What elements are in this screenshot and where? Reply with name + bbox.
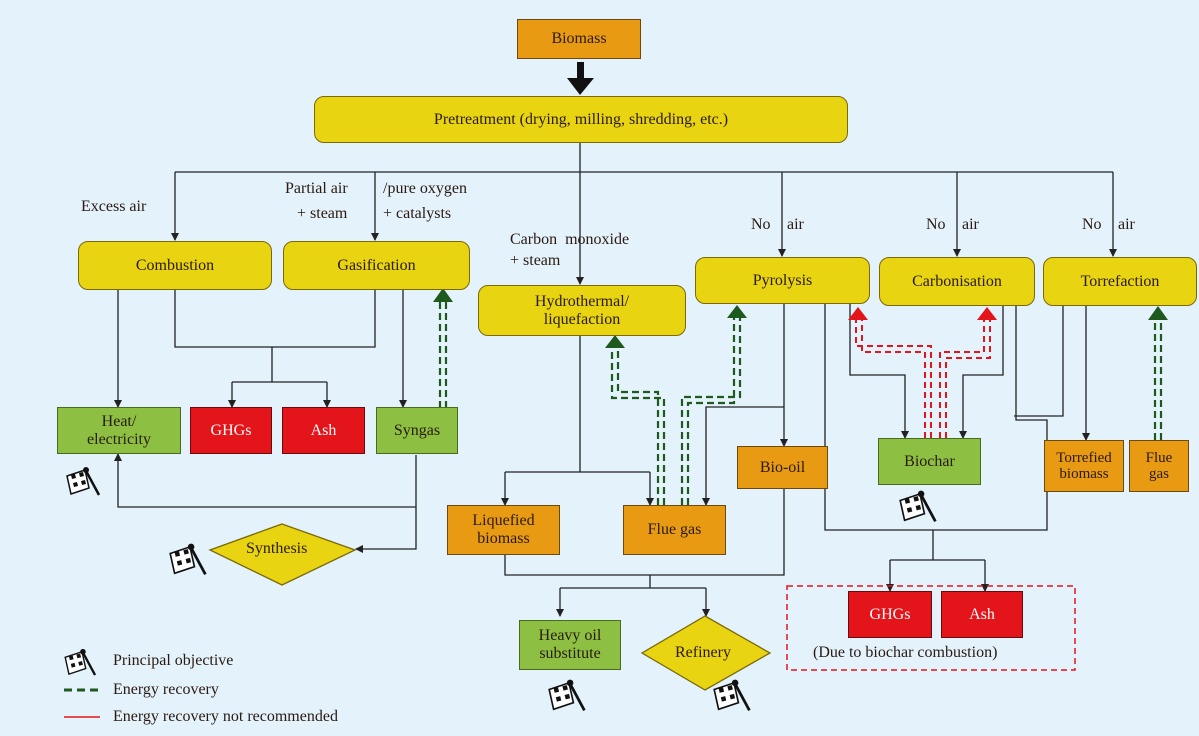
biochar-combustion-note: (Due to biochar combustion) xyxy=(813,644,998,661)
node-ash-biochar: Ash xyxy=(941,591,1023,638)
node-combustion: Combustion xyxy=(78,241,272,290)
label-no-air-pyrolysis-b: air xyxy=(787,216,804,233)
node-bio-oil: Bio-oil xyxy=(737,446,828,489)
label-catalysts: + catalysts xyxy=(383,205,452,222)
node-ghgs-biochar: GHGs xyxy=(848,591,932,638)
node-gasification: Gasification xyxy=(283,241,470,290)
legend-principal-objective: Principal objective xyxy=(113,652,234,669)
label-no-air-torrefaction-b: air xyxy=(1118,216,1135,233)
node-heavy-oil-substitute: Heavy oil substitute xyxy=(519,620,621,670)
node-biomass: Biomass xyxy=(517,19,641,59)
legend-energy-recovery: Energy recovery xyxy=(113,681,219,698)
label-co-steam: + steam xyxy=(510,252,561,269)
node-flue-gas: Flue gas xyxy=(623,505,726,555)
node-synthesis-label: Synthesis xyxy=(246,540,308,557)
legend-not-recommended: Energy recovery not recommended xyxy=(113,708,338,725)
checkered-flag-icon xyxy=(899,490,937,523)
checkered-flag-icon xyxy=(66,467,101,496)
node-carbonisation: Carbonisation xyxy=(879,257,1035,306)
checkered-flag-icon xyxy=(169,543,207,576)
biochar-combustion-frame xyxy=(786,585,1076,671)
node-torrefied-biomass: Torrefied biomass xyxy=(1044,440,1124,492)
node-flue-gas-2: Flue gas xyxy=(1129,440,1189,492)
node-syngas: Syngas xyxy=(376,407,458,454)
label-no-air-carbonisation-b: air xyxy=(962,216,979,233)
node-ghgs: GHGs xyxy=(190,407,272,454)
node-ash: Ash xyxy=(282,407,365,454)
label-no-air-carbonisation: No xyxy=(926,216,946,233)
label-no-air-torrefaction: No xyxy=(1082,216,1102,233)
label-no-air-pyrolysis: No xyxy=(751,216,771,233)
node-heat-electricity: Heat/ electricity xyxy=(57,407,181,454)
node-hydrothermal: Hydrothermal/ liquefaction xyxy=(478,285,686,336)
label-carbon-monoxide: Carbon monoxide xyxy=(510,231,630,248)
refinery-diamond xyxy=(640,615,772,691)
label-steam: + steam xyxy=(297,205,348,222)
node-liquefied-biomass: Liquefied biomass xyxy=(447,505,560,555)
checkered-flag-icon xyxy=(713,679,751,712)
synthesis-diamond xyxy=(208,523,357,586)
node-biochar: Biochar xyxy=(878,438,981,485)
label-partial-air: Partial air xyxy=(285,180,348,197)
node-refinery-label: Refinery xyxy=(675,644,731,661)
label-pure-oxygen: /pure oxygen xyxy=(383,180,467,197)
node-torrefaction: Torrefaction xyxy=(1043,257,1197,306)
label-excess-air: Excess air xyxy=(81,198,147,215)
checkered-flag-icon xyxy=(548,679,586,712)
checkered-flag-icon xyxy=(64,648,97,676)
main-arrow xyxy=(567,62,594,95)
node-pyrolysis: Pyrolysis xyxy=(695,257,870,304)
node-pretreatment: Pretreatment (drying, milling, shredding… xyxy=(314,96,848,143)
